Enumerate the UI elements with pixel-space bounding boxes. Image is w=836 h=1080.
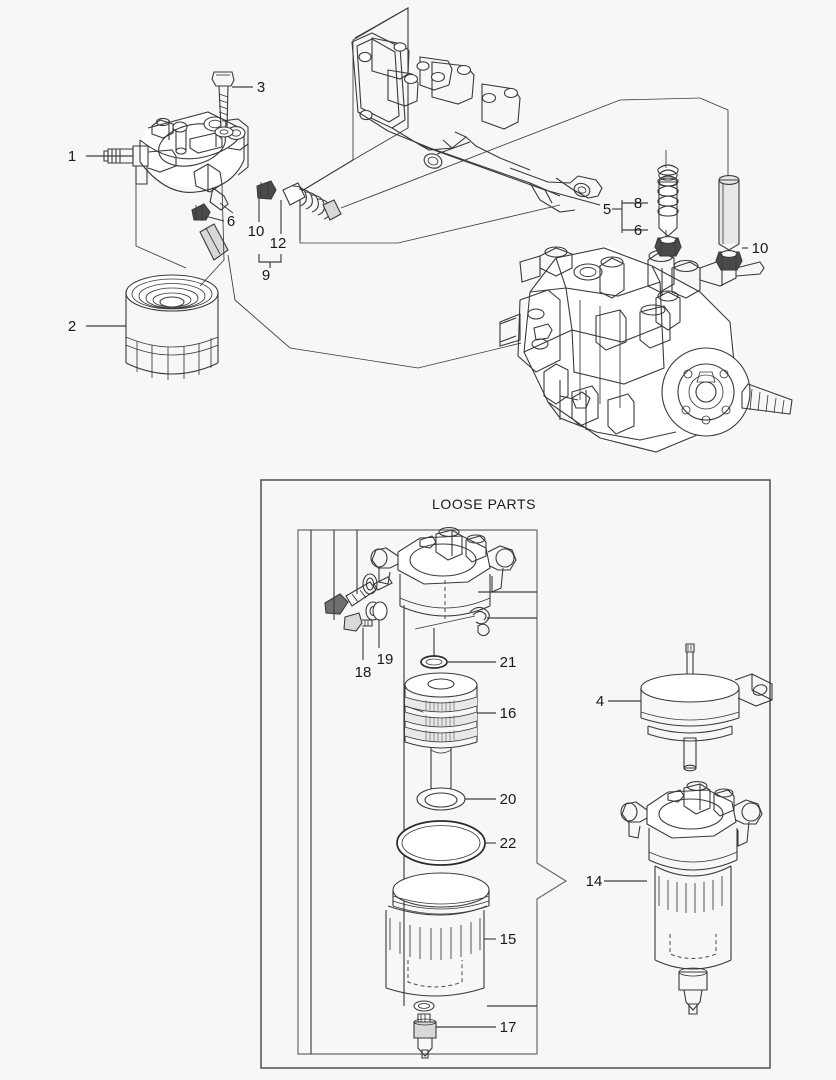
- fuel-filter-cartridge-part2: [125, 274, 219, 380]
- hose-clamp-part10: [256, 180, 277, 200]
- spring-hose-guard-part12: [282, 182, 342, 221]
- clip-leader: [414, 615, 476, 630]
- loose-parts-inner-box: [297, 529, 568, 1055]
- fuel-filter-assembly-part14: [620, 781, 763, 1015]
- callout-leaders: [86, 86, 748, 1028]
- filter-element-part16: [404, 672, 478, 792]
- filter-bowl-part15: [385, 872, 490, 997]
- fuel-pump-part4: [640, 643, 773, 772]
- callout-16: 16: [500, 705, 517, 722]
- callout-22: 22: [500, 835, 517, 852]
- injection-pump-assembly: [499, 246, 793, 453]
- callout-18: 18: [355, 664, 372, 681]
- inner-box-leaders: [310, 530, 537, 1054]
- callout-19: 19: [377, 651, 394, 668]
- callout-9: 9: [262, 267, 270, 284]
- callout-10-left: 10: [248, 223, 265, 240]
- callout-3: 3: [257, 79, 265, 96]
- callout-15: 15: [500, 931, 517, 948]
- callout-20: 20: [500, 791, 517, 808]
- o-ring-part21: [420, 655, 448, 669]
- o-ring-part22: [396, 820, 486, 866]
- loose-parts-title: LOOSE PARTS: [432, 496, 536, 512]
- callout-labels: 1 2 3 6 10 12 9 5 8 6 10 18 19 21 16 20 …: [68, 79, 769, 1036]
- callout-2: 2: [68, 318, 76, 335]
- hose-clamp-part10-right: [715, 250, 743, 271]
- intake-manifold-group: [299, 7, 603, 240]
- washer-part19: [365, 601, 388, 621]
- callout-10-right: 10: [752, 240, 769, 257]
- flange-bolt-part3: [211, 71, 235, 138]
- screw-part18: [343, 612, 373, 632]
- spring-hose-guard-part8: [657, 164, 679, 237]
- callout-6-right: 6: [634, 222, 642, 239]
- drain-valve-part17: [413, 1013, 437, 1059]
- callout-8: 8: [634, 195, 642, 212]
- callout-6-left: 6: [227, 213, 235, 230]
- retainer-clip: [469, 606, 490, 637]
- seal-ring-part20: [416, 787, 466, 811]
- callout-12: 12: [270, 235, 287, 252]
- callout-17: 17: [500, 1019, 517, 1036]
- loose-parts-outer-box: [260, 479, 771, 1069]
- water-sensor-plug: [324, 576, 393, 615]
- hose-tube-right: [718, 175, 740, 251]
- fuel-hose-stub: [199, 223, 229, 261]
- hose-clamp-part6-right: [654, 236, 682, 257]
- callout-5: 5: [603, 201, 611, 218]
- callout-21: 21: [500, 654, 517, 671]
- callout-14: 14: [586, 873, 603, 890]
- callout-4: 4: [596, 693, 604, 710]
- drain-seal-ring: [413, 1000, 435, 1012]
- callout-1: 1: [68, 148, 76, 165]
